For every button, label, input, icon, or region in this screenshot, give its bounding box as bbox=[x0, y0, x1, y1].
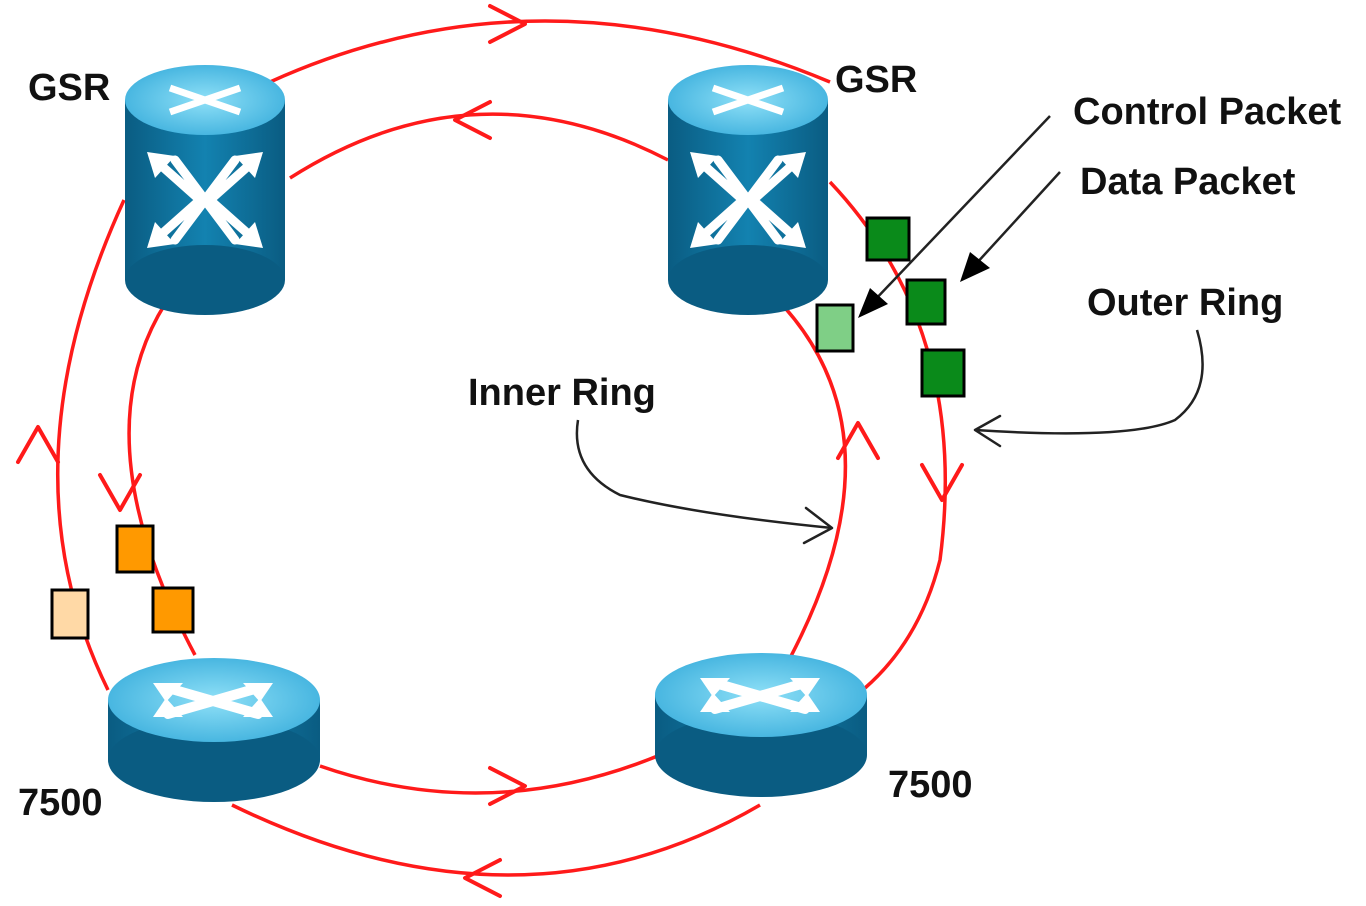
switch-router-icon bbox=[125, 65, 285, 315]
inner-ring-annotation: Inner Ring bbox=[468, 372, 834, 545]
router-icon bbox=[655, 653, 867, 797]
arrow-up-icon bbox=[16, 425, 60, 464]
arrowhead-icon bbox=[802, 506, 834, 545]
arrow-down-icon bbox=[920, 463, 964, 502]
arrow-right-icon bbox=[488, 766, 527, 806]
arrow-left-icon bbox=[453, 100, 492, 140]
node-label: GSR bbox=[835, 59, 917, 101]
gsr-router-top-left: GSR bbox=[28, 65, 285, 315]
data-packet-annotation: Data Packet bbox=[960, 161, 1296, 282]
pointer-line bbox=[974, 171, 1061, 266]
arrow-left-icon bbox=[463, 858, 502, 898]
arrowhead-icon bbox=[960, 252, 990, 282]
pointer-line bbox=[871, 115, 1051, 304]
router-icon bbox=[108, 658, 320, 802]
router-7500-bottom-right: 7500 bbox=[655, 653, 973, 806]
switch-router-icon bbox=[668, 65, 828, 315]
arrowhead-icon bbox=[858, 288, 888, 318]
annotation-label: Control Packet bbox=[1073, 91, 1342, 133]
arrowhead-icon bbox=[973, 414, 1002, 448]
outer-ring-bottom bbox=[231, 803, 761, 877]
pointer-line bbox=[974, 329, 1204, 435]
packets-top-right bbox=[815, 216, 966, 398]
annotation-label: Outer Ring bbox=[1087, 282, 1283, 324]
outer-ring-annotation: Outer Ring bbox=[973, 282, 1283, 448]
data-packet bbox=[905, 278, 947, 326]
data-packet bbox=[115, 524, 155, 574]
annotation-label: Inner Ring bbox=[468, 372, 656, 414]
inner-ring-top bbox=[289, 112, 669, 180]
node-label: 7500 bbox=[888, 764, 973, 806]
arrow-right-icon bbox=[488, 4, 527, 44]
inner-ring-bottom bbox=[319, 753, 661, 795]
annotation-label: Data Packet bbox=[1080, 161, 1296, 203]
packets-bottom-left bbox=[50, 524, 195, 640]
arrow-down-icon bbox=[98, 473, 142, 512]
arrow-up-icon bbox=[836, 421, 880, 460]
control-packet bbox=[815, 303, 855, 353]
gsr-router-top-right: GSR bbox=[668, 59, 917, 315]
data-packet bbox=[151, 586, 195, 634]
control-packet-annotation: Control Packet bbox=[858, 91, 1342, 318]
ring-direction-arrows bbox=[16, 4, 964, 898]
control-packet bbox=[50, 588, 90, 640]
node-label: GSR bbox=[28, 67, 110, 109]
data-packet bbox=[920, 348, 966, 398]
pointer-line bbox=[575, 419, 833, 530]
router-7500-bottom-left: 7500 bbox=[18, 658, 320, 824]
data-packet bbox=[865, 216, 911, 262]
outer-ring-top bbox=[269, 19, 831, 84]
node-label: 7500 bbox=[18, 782, 103, 824]
